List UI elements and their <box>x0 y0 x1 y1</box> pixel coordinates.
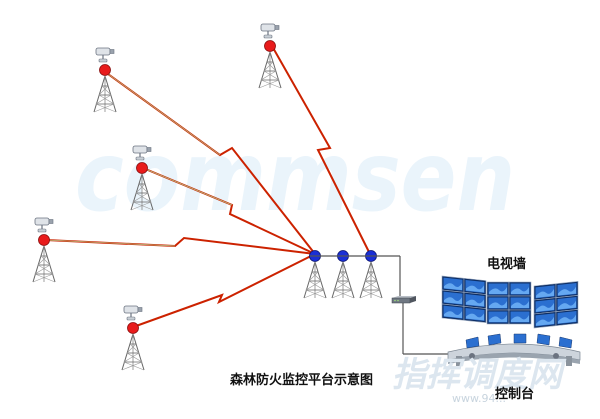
watermark-text: commsen <box>75 121 515 233</box>
camera-site-5 <box>121 305 145 371</box>
cctv-camera-icon <box>34 217 54 233</box>
camera-node-dot <box>136 162 148 174</box>
monitor-wall-icon <box>441 275 579 329</box>
lattice-tower-icon <box>303 261 327 299</box>
lattice-tower-icon <box>93 75 117 113</box>
network-cabling <box>310 255 448 355</box>
operator-console-icon <box>447 333 581 366</box>
relay-tower-3 <box>359 250 383 299</box>
video-wall <box>441 275 579 329</box>
link-cam2 <box>271 45 371 255</box>
camera-node-dot <box>99 64 111 76</box>
cctv-camera-icon <box>260 23 280 39</box>
camera-site-2 <box>258 23 282 89</box>
operator-console <box>447 333 581 366</box>
lattice-tower-icon <box>331 261 355 299</box>
video-wall-label: 电视墙 <box>487 256 526 272</box>
camera-node-dot <box>38 234 50 246</box>
diagram-caption: 森林防火监控平台示意图 <box>230 372 373 388</box>
console-label: 控制台 <box>495 386 534 402</box>
camera-node-dot <box>264 40 276 52</box>
network-switch-icon <box>391 296 416 304</box>
camera-site-4 <box>32 217 56 283</box>
camera-site-3 <box>130 145 154 211</box>
cctv-camera-icon <box>123 305 143 321</box>
lattice-tower-icon <box>121 333 145 371</box>
lattice-tower-icon <box>359 261 383 299</box>
cctv-camera-icon <box>95 47 115 63</box>
camera-node-dot <box>127 322 139 334</box>
camera-site-1 <box>93 47 117 113</box>
lattice-tower-icon <box>32 245 56 283</box>
site-logo-url: www.94... <box>452 392 506 405</box>
link-cam4 <box>45 236 316 255</box>
link-cam5 <box>135 253 316 327</box>
site-logo-text: 指挥调度网 <box>392 355 567 395</box>
relay-tower-2 <box>331 250 355 299</box>
